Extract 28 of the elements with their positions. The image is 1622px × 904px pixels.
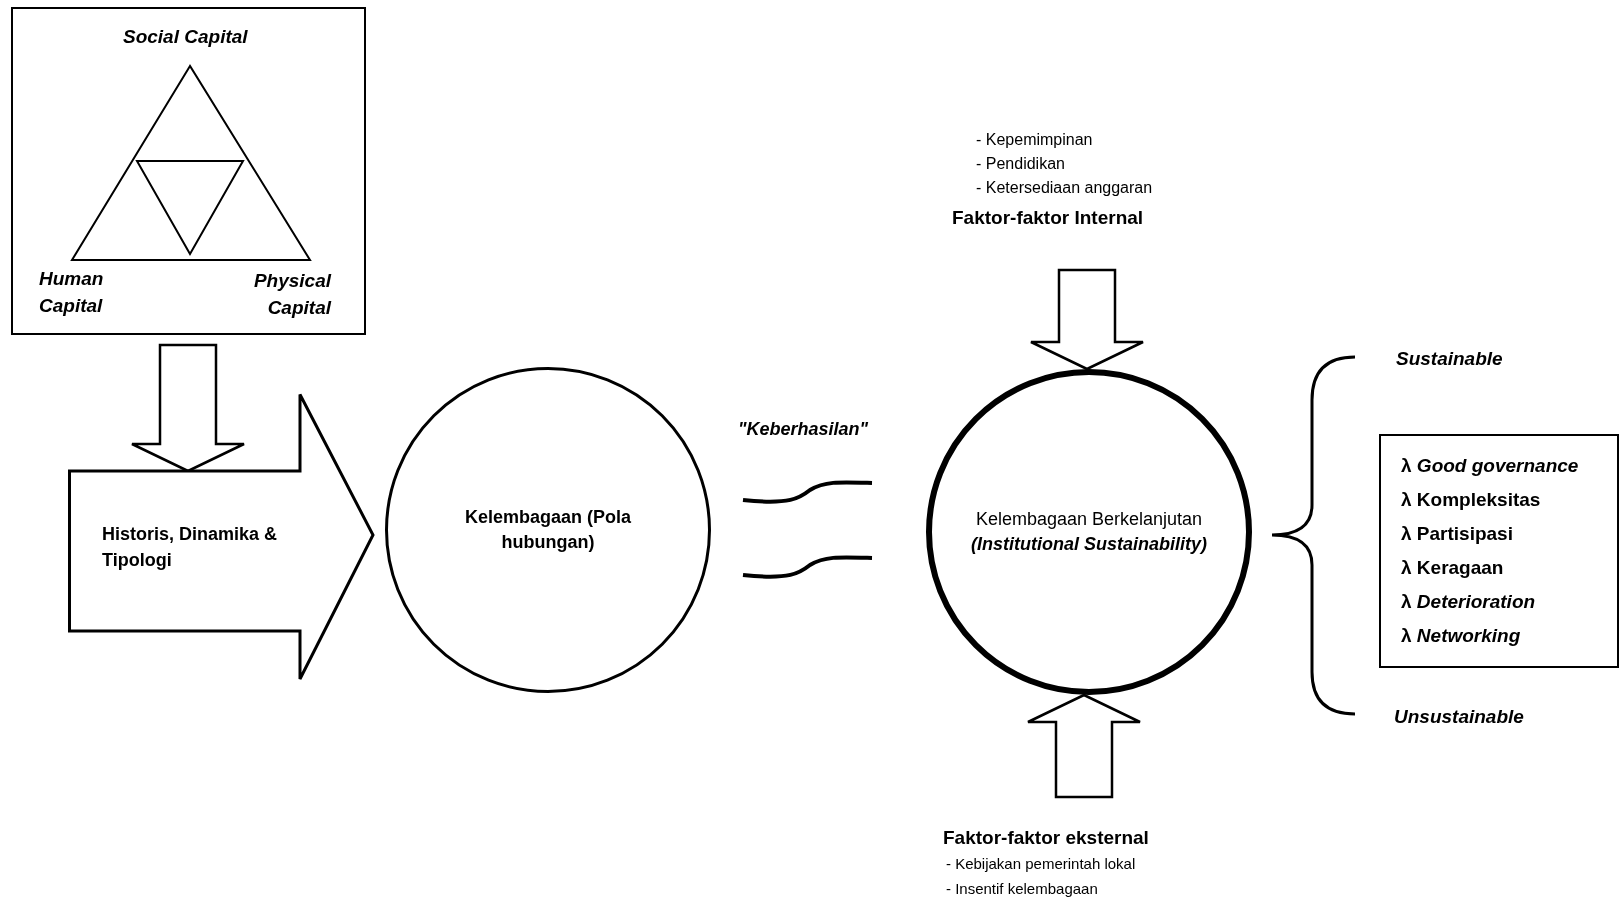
indicator-item: λ Deterioration [1401,590,1536,614]
indicator-item: λ Keragaan [1401,556,1504,580]
hollow-arrow [1026,693,1142,799]
factor-item: - Kebijakan pemerintah lokal [946,854,1136,874]
indicator-box [1379,434,1619,668]
connection-label: "Keberhasilan" [738,418,869,441]
indicator-item: λ Partisipasi [1401,522,1513,546]
arrow-text: Historis, Dinamika & Tipologi [102,523,279,572]
circle-text: Kelembagaan Berkelanjutan [974,508,1204,531]
factor-item: - Ketersediaan anggaran [976,178,1153,198]
capital-box [11,7,366,335]
outcome-label: Unsustainable [1394,705,1524,729]
indicator-item: λ Networking [1401,624,1521,648]
factor-heading: Faktor-faktor eksternal [943,826,1149,850]
hollow-arrow [1029,268,1145,371]
triangle-label: Physical Capital [252,269,331,320]
triangle-label: Social Capital [123,25,248,49]
indicator-item: λ Kompleksitas [1401,488,1541,512]
circle-text: Kelembagaan (Pola hubungan) [463,506,633,554]
factor-item: - Kepemimpinan [976,130,1093,150]
factor-item: - Insentif kelembagaan [946,879,1098,899]
factor-heading: Faktor-faktor Internal [952,206,1144,230]
circle-text: (Institutional Sustainability) [970,533,1208,556]
hollow-arrow [130,343,246,473]
outcome-label: Sustainable [1396,347,1503,371]
factor-item: - Pendidikan [976,154,1065,174]
indicator-item: λ Good governance [1401,454,1579,478]
triangle-label: Human Capital [39,267,105,318]
